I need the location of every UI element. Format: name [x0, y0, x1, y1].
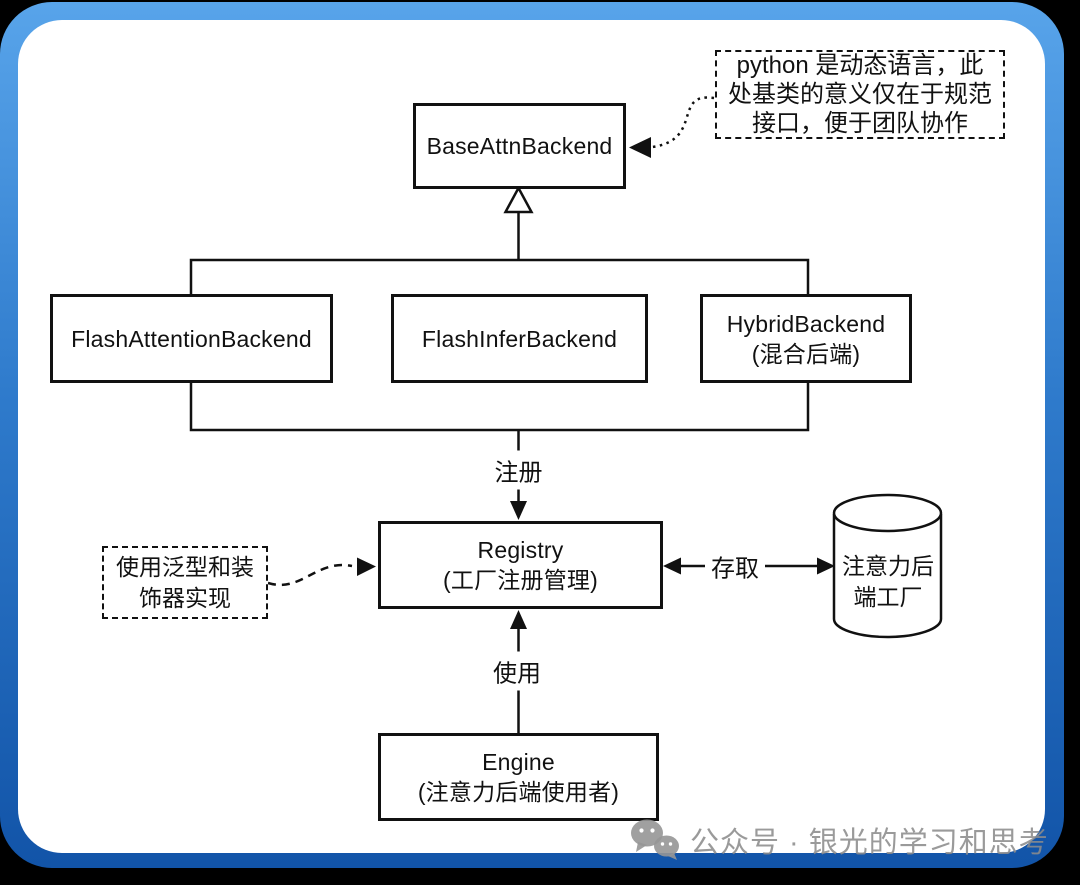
note-generics-line2: 饰器实现: [139, 584, 231, 611]
note-python-dynamic: python 是动态语言，此 处基类的意义仅在于规范 接口，便于团队协作: [715, 50, 1005, 139]
engine-label: Engine: [482, 749, 555, 775]
access-arrowhead-left-icon: [663, 557, 681, 575]
note-generics-line1: 使用泛型和装: [116, 553, 254, 580]
hybrid-backend-label: HybridBackend: [726, 310, 886, 337]
base-class-box: BaseAttnBackend: [413, 103, 626, 189]
flash-infer-backend-box: FlashInferBackend: [391, 294, 648, 383]
note-python-line3: 接口，便于团队协作: [752, 110, 968, 137]
register-edge-label: 注册: [488, 450, 549, 490]
flash-attention-backend-label: FlashAttentionBackend: [71, 325, 312, 352]
engine-box: Engine (注意力后端使用者): [378, 733, 659, 821]
access-arrowhead-right-icon: [817, 557, 835, 575]
database-cylinder-icon: [832, 514, 943, 639]
factory-store-line2: 端工厂: [853, 584, 923, 610]
registry-label: Registry: [477, 537, 564, 563]
engine-sublabel: (注意力后端使用者): [417, 779, 620, 805]
note-python-arrowhead-icon: [629, 137, 651, 158]
note-python-arrow-line: [651, 96, 715, 149]
hybrid-backend-box: HybridBackend (混合后端): [700, 294, 912, 383]
registry-sublabel: (工厂注册管理): [443, 567, 598, 593]
note-generics-arrow-line: [267, 563, 353, 586]
use-edge-label: 使用: [487, 651, 547, 691]
note-python-line1: python 是动态语言，此: [736, 52, 984, 79]
access-edge-label: 存取: [705, 546, 765, 586]
base-class-label: BaseAttnBackend: [426, 133, 613, 159]
flash-attention-backend-box: FlashAttentionBackend: [50, 294, 333, 383]
watermark-text: 公众号 · 银光的学习和思考: [690, 827, 1049, 859]
factory-store-line1: 注意力后: [842, 553, 934, 579]
factory-store-label: 注意力后 端工厂: [838, 550, 938, 614]
register-arrowhead-icon: [510, 501, 527, 520]
use-arrowhead-icon: [510, 610, 527, 629]
database-cylinder-top-icon: [832, 493, 943, 533]
watermark: 公众号 · 银光的学习和思考: [630, 816, 1049, 864]
note-python-line2: 处基类的意义仅在于规范: [728, 81, 992, 108]
registry-box: Registry (工厂注册管理): [378, 521, 663, 609]
flash-infer-backend-label: FlashInferBackend: [421, 325, 618, 352]
note-generics-arrowhead-icon: [357, 557, 376, 576]
note-generics-decorators: 使用泛型和装 饰器实现: [102, 546, 268, 619]
inheritance-triangle-icon: [503, 185, 534, 214]
wechat-icon: [631, 819, 679, 860]
hybrid-backend-sublabel: (混合后端): [751, 340, 861, 367]
